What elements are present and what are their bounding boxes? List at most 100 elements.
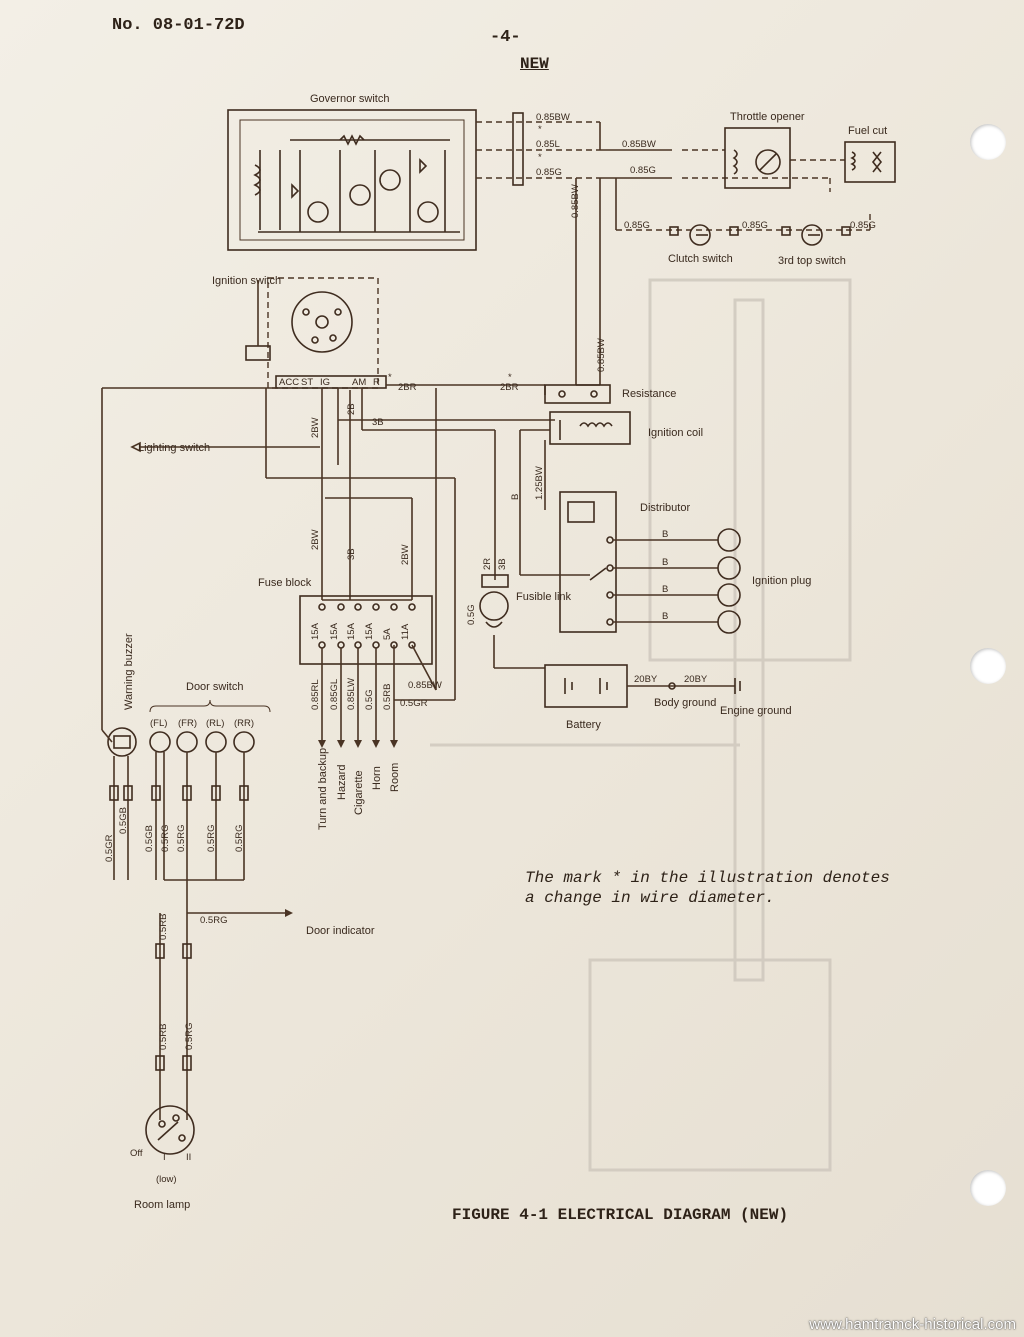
wire-label: 0.5GB — [118, 807, 129, 834]
punch-hole — [970, 648, 1006, 684]
change-mark: * — [508, 372, 512, 383]
fuse-output-label: Hazard — [336, 765, 348, 800]
page-number: -4- — [490, 28, 521, 47]
ignition-coil-label: Ignition coil — [648, 427, 703, 439]
wire-label: 0.5G — [364, 689, 375, 710]
wire-label: 2BR — [500, 382, 519, 393]
terminal-label: AM — [352, 377, 366, 388]
warning-buzzer-label: Warning buzzer — [123, 633, 135, 710]
fuse-rating: 15A — [364, 622, 375, 640]
wire-label: 2B — [346, 403, 357, 415]
wire-label: 3B — [497, 558, 508, 570]
wire-label: B — [510, 494, 521, 500]
wire-label: 20BY — [684, 674, 708, 685]
new-label: NEW — [520, 55, 549, 73]
change-note: The mark * in the illustration denotes a… — [525, 868, 945, 908]
wire-label: 0.5RG — [234, 825, 245, 852]
fuse-block-label: Fuse block — [258, 577, 312, 589]
terminal-label: ST — [301, 377, 313, 388]
wire-label: 2BW — [310, 529, 321, 550]
fuse-rating: 11A — [400, 623, 411, 640]
ignition-switch-label: Ignition switch — [212, 275, 281, 287]
punch-hole — [970, 124, 1006, 160]
ignition-plug-label: Ignition plug — [752, 575, 811, 587]
fuel-cut — [844, 141, 896, 183]
wire-label: 0.85L — [536, 139, 560, 150]
fusible-link — [479, 574, 545, 669]
wire-label: 0.5GR — [400, 698, 428, 709]
warning-buzzer — [101, 727, 137, 880]
wire-label: 0.85G — [536, 167, 562, 178]
figure-caption: FIGURE 4-1 ELECTRICAL DIAGRAM (NEW) — [452, 1206, 789, 1224]
throttle-opener-label: Throttle opener — [730, 111, 805, 123]
room-lamp — [145, 1105, 195, 1155]
door-position: (FL) — [150, 718, 167, 729]
governor-switch-label: Governor switch — [310, 93, 389, 105]
wire-label: 2R — [482, 558, 493, 570]
door-position: (RL) — [206, 718, 224, 729]
wire-label: 0.85G — [624, 220, 650, 231]
change-note-line-2: a change in wire diameter. — [525, 889, 775, 907]
clutch-switch — [669, 224, 739, 246]
fuse-rating: 15A — [346, 622, 357, 640]
wire-label: 1.25BW — [534, 466, 545, 500]
lamp-position: (low) — [156, 1174, 177, 1185]
wire-label: 0.5RB — [382, 684, 393, 710]
governor-wires — [476, 112, 871, 386]
third-top-switch-label: 3rd top switch — [778, 255, 846, 267]
battery-label: Battery — [566, 719, 601, 731]
change-mark: * — [538, 152, 542, 163]
body-ground-label: Body ground — [654, 697, 716, 709]
fuse-output-label: Turn and backup — [317, 748, 329, 830]
fuse-rating: 5A — [382, 628, 393, 640]
terminal-label: R — [373, 377, 380, 388]
lamp-position: II — [186, 1152, 191, 1163]
room-lamp-label: Room lamp — [134, 1199, 190, 1211]
fuse-block — [299, 595, 455, 701]
door-switch-label: Door switch — [186, 681, 243, 693]
wire-label: 3B — [372, 417, 384, 428]
wire-label: 0.5GB — [144, 825, 155, 852]
bleed-through — [430, 278, 852, 1172]
wire-label: 0.85BW — [596, 338, 607, 372]
governor-switch — [227, 109, 477, 251]
ignition-coil — [519, 411, 631, 575]
lamp-position: I — [163, 1152, 166, 1163]
throttle-opener — [724, 127, 791, 189]
wire-label: 3B — [346, 548, 357, 560]
door-switches — [149, 699, 293, 1120]
fuse-rating: 15A — [310, 622, 321, 640]
fuel-cut-label: Fuel cut — [848, 125, 887, 137]
wire-label: 0.5RB — [158, 1024, 169, 1050]
wire-label: 0.85GL — [329, 679, 340, 710]
terminal-label: ACC — [279, 377, 299, 388]
wire-label: 0.5RB — [158, 914, 169, 940]
wire-label: 0.85G — [742, 220, 768, 231]
fuse-rating: 15A — [329, 622, 340, 640]
wire-label: B — [662, 584, 668, 595]
change-note-line-1: The mark * in the illustration denotes — [525, 869, 890, 887]
watermark: www.hamtramck-historical.com — [809, 1316, 1016, 1333]
wire-label: 0.85BW — [570, 184, 581, 218]
resistance-label: Resistance — [622, 388, 676, 400]
ignition-plugs — [613, 528, 741, 634]
wire-label: 0.5RG — [200, 915, 227, 926]
wire-label: 0.85RL — [310, 679, 321, 710]
wire-label: 0.5RG — [160, 825, 171, 852]
wire-label: B — [662, 557, 668, 568]
resistance — [544, 384, 611, 404]
fuse-output-label: Room — [389, 763, 401, 792]
wire-label: B — [662, 611, 668, 622]
wire-label: 0.85BW — [536, 112, 570, 123]
fuse-output-wires — [318, 648, 398, 748]
lamp-position: Off — [130, 1148, 143, 1159]
terminal-label: IG — [320, 377, 330, 388]
wire-label: 0.85BW — [622, 139, 656, 150]
fuse-output-label: Cigarette — [353, 770, 365, 815]
wire-label: 2BR — [398, 382, 417, 393]
wire-label: 0.85G — [850, 220, 876, 231]
clutch-switch-label: Clutch switch — [668, 253, 733, 265]
wire-label: 0.85LW — [346, 678, 357, 710]
